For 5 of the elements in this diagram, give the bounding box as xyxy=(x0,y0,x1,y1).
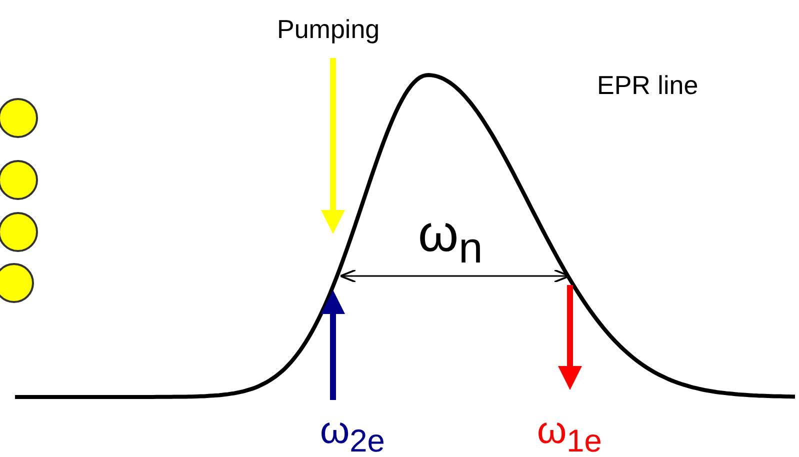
pumping-label: Pumping xyxy=(277,16,380,42)
frequency-label: ω$_{1e}$ xyxy=(537,412,602,457)
frequency-label: ω$_{n}$ xyxy=(418,208,483,271)
frequency-label: ω$_{2e}$ xyxy=(320,412,385,457)
line-title-label: EPR line xyxy=(597,72,698,98)
